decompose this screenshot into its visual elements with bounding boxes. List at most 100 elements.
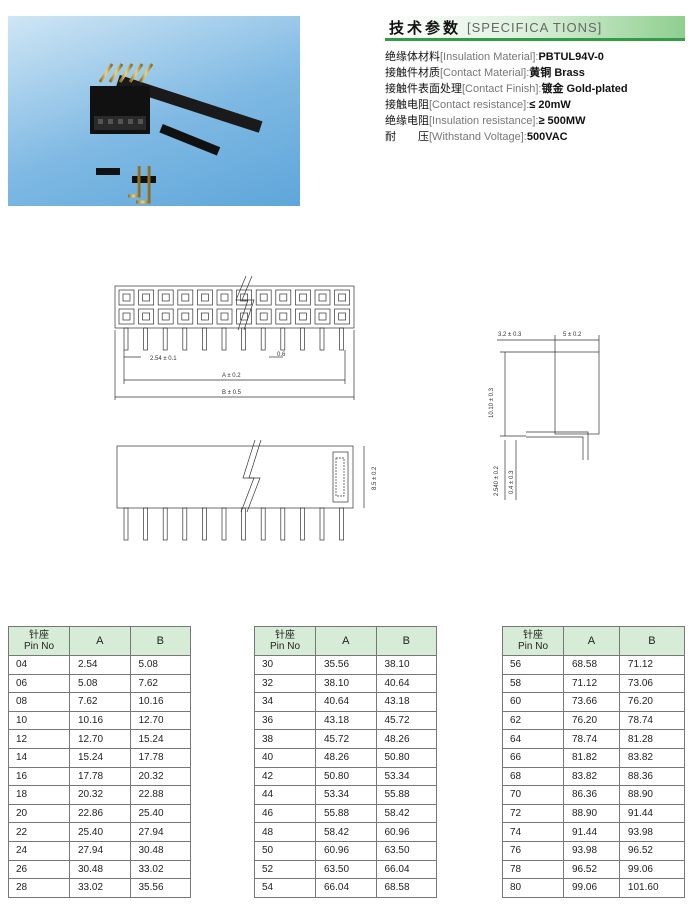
cell-pin-no: 78 (502, 859, 564, 880)
front-pin (260, 507, 266, 541)
technical-drawing: 2.54 ± 0.1 0.6 A ± 0.2 B ± 0.5 8.5 ± 0.2… (0, 250, 700, 550)
cell-a: 35.56 (315, 655, 377, 675)
top-pin (182, 327, 188, 351)
dim-side-height: 10.10 ± 0.3 (489, 387, 495, 418)
spec-label-en: [Withstand Voltage]: (429, 131, 527, 143)
header-pin (235, 97, 257, 156)
cell-a: 43.18 (315, 710, 377, 731)
spec-label-cn: 绝缘电阻 (385, 114, 429, 127)
socket-cell (295, 289, 311, 306)
cell-pin-no: 12 (8, 729, 70, 749)
cell-a: 30.48 (69, 859, 131, 880)
socket-hole (201, 293, 209, 302)
socket-cell (138, 308, 154, 325)
cell-pin-no: 46 (254, 803, 316, 824)
header-b: B (129, 626, 191, 656)
cell-pin-no: 54 (254, 878, 316, 898)
cell-a: 86.36 (563, 785, 620, 805)
cell-pin-no: 42 (254, 766, 316, 787)
cell-b: 25.40 (129, 803, 191, 824)
cell-b: 12.70 (129, 710, 191, 731)
cell-b: 35.56 (129, 878, 191, 898)
spec-label-cn: 耐 压 (385, 130, 429, 143)
cell-pin-no: 70 (502, 785, 564, 805)
cell-b: 48.26 (375, 729, 437, 749)
cell-a: 99.06 (563, 878, 620, 898)
product-photo (8, 16, 300, 206)
spec-title-cn: 技术参数 (389, 18, 462, 37)
spec-row: 接触电阻[Contact resistance]:≤ 20mW (385, 97, 685, 113)
cell-pin-no: 76 (502, 840, 564, 861)
cell-pin-no: 16 (8, 766, 70, 787)
cell-pin-no: 38 (254, 729, 316, 749)
cell-a: 50.80 (315, 766, 377, 787)
top-pin (241, 327, 246, 351)
cell-pin-no: 50 (254, 840, 316, 861)
cell-b: 22.88 (129, 785, 191, 805)
cell-b: 5.08 (129, 655, 191, 675)
header-a: A (69, 626, 131, 656)
socket-hole (220, 293, 229, 302)
cell-b: 63.50 (375, 840, 437, 861)
cell-a: 45.72 (315, 729, 377, 749)
front-pin (162, 507, 168, 541)
header-pin (172, 77, 194, 136)
dim-side-pin: 0.4 ± 0.3 (509, 470, 515, 494)
cell-b: 101.60 (618, 878, 686, 898)
cell-pin-no: 30 (254, 655, 316, 675)
top-pin (260, 327, 266, 351)
socket-cell (138, 289, 154, 306)
cell-a: 68.58 (563, 655, 620, 675)
socket-hole (240, 293, 248, 302)
socket-cell (255, 308, 272, 325)
socket-cell (157, 289, 174, 306)
cell-b: 91.44 (618, 803, 686, 824)
socket-cell (236, 308, 252, 325)
spec-label-cn: 接触电阻 (385, 98, 429, 111)
cell-pin-no: 28 (8, 878, 70, 898)
cell-a: 40.64 (315, 692, 377, 712)
cell-b: 33.02 (129, 859, 191, 880)
cell-a: 93.98 (563, 840, 620, 861)
header-pin (190, 82, 211, 141)
header-pin (155, 71, 177, 130)
header-pin-no-cn: 针座 (523, 630, 543, 641)
header-pin-no-en: Pin No (23, 641, 54, 652)
connector-photo-illustration (90, 56, 263, 204)
socket-hole (338, 293, 346, 302)
socket-hole (220, 312, 229, 321)
cell-pin-no: 58 (502, 673, 564, 694)
cell-a: 17.78 (69, 766, 131, 787)
header-pin-no-cn: 针座 (275, 630, 295, 641)
socket-cell (216, 308, 233, 325)
cell-a: 22.86 (69, 803, 131, 824)
front-pin (241, 507, 246, 541)
cell-pin-no: 68 (502, 766, 564, 787)
cell-b: 66.04 (375, 859, 437, 880)
spec-label-cn: 接触件表面处理 (385, 82, 462, 95)
socket-hole (201, 312, 209, 321)
socket-hole (338, 312, 346, 321)
socket-cell (334, 308, 350, 325)
cell-a: 10.16 (69, 710, 131, 731)
cell-pin-no: 66 (502, 747, 564, 768)
header-a: A (315, 626, 377, 656)
cell-b: 27.94 (129, 822, 191, 842)
socket-cell (118, 289, 135, 306)
top-pin (300, 327, 305, 351)
